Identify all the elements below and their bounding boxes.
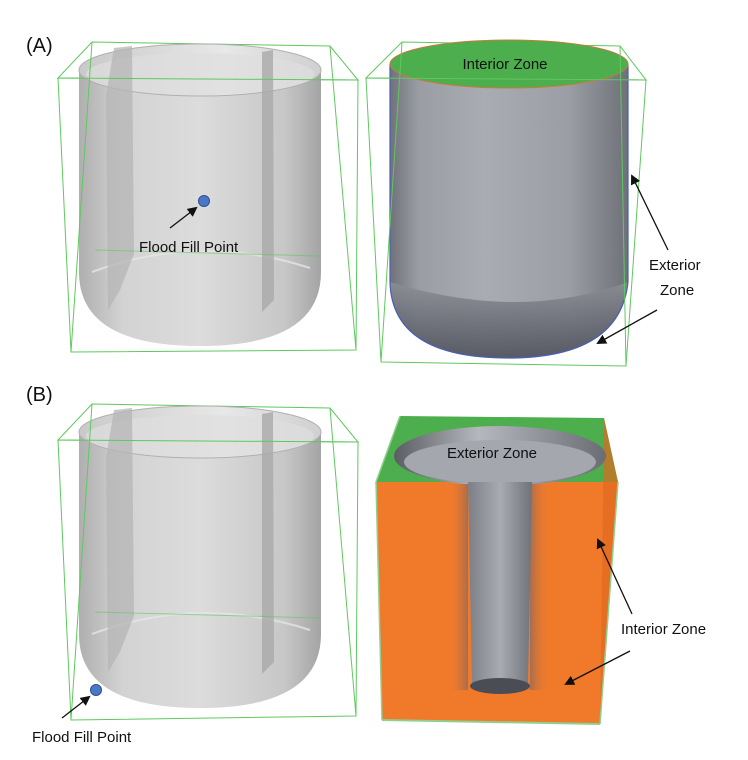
vessel-body (390, 64, 628, 358)
baffle-left (106, 408, 134, 672)
baffle-right (262, 50, 274, 312)
panel-b: (B) Flood Fill Point (26, 384, 706, 746)
interior-zone-top-face (389, 39, 629, 89)
vessel-bottom-shade (390, 282, 628, 358)
tank-body (79, 432, 321, 708)
bounding-box-edges (70, 403, 357, 721)
flood-fill-label: Flood Fill Point (32, 729, 132, 746)
core-bottom (470, 678, 530, 694)
panel-b-right-block: Exterior Zone Interior Zone (375, 415, 706, 725)
block-right-edge (599, 481, 619, 725)
tank-top-inner (86, 53, 314, 95)
panel-a-label: (A) (26, 35, 53, 57)
interior-zone-label: Interior Zone (621, 621, 706, 638)
interior-zone-label: Interior Zone (462, 56, 547, 73)
block-side-face (600, 418, 618, 724)
exterior-zone-label-line2: Zone (660, 282, 694, 299)
panel-a-right-vessel: Interior Zone Exterior Zone (364, 39, 701, 367)
flood-fill-arrow (169, 206, 198, 229)
vessel-outline (389, 64, 629, 359)
bounding-box-bottom-back (94, 611, 321, 619)
hole-inner (404, 440, 596, 484)
exterior-zone-arrow-upper (631, 174, 669, 251)
baffle-left (106, 46, 134, 310)
interior-zone-arrow-upper (596, 538, 633, 615)
core-glow-right (530, 484, 550, 690)
flood-fill-label: Flood Fill Point (139, 239, 239, 256)
panel-a-left-tank: Flood Fill Point (56, 41, 360, 353)
panel-a: (A) Flood Fill Point (26, 35, 701, 367)
baffle-right (262, 412, 274, 674)
tank-body (79, 70, 321, 346)
bounding-box-edges (70, 41, 357, 353)
exterior-zone-label: Exterior Zone (447, 445, 537, 462)
flood-fill-point (90, 684, 102, 696)
bounding-box-edges (380, 41, 627, 367)
flood-fill-arrow (61, 695, 91, 719)
bounding-box-bottom-back (94, 249, 321, 257)
interior-zone-arrow-lower (564, 650, 631, 685)
flood-fill-point (198, 195, 210, 207)
tank-top-inner (86, 415, 314, 457)
block-left-edge (375, 415, 401, 721)
panel-b-left-tank: Flood Fill Point (32, 403, 360, 746)
panel-b-label: (B) (26, 384, 53, 406)
exterior-zone-arrow-lower (596, 309, 658, 344)
exterior-zone-label-line1: Exterior (649, 257, 701, 274)
block-bottom-edge (381, 719, 601, 725)
core-column (468, 482, 532, 689)
core-glow-left (448, 484, 468, 690)
